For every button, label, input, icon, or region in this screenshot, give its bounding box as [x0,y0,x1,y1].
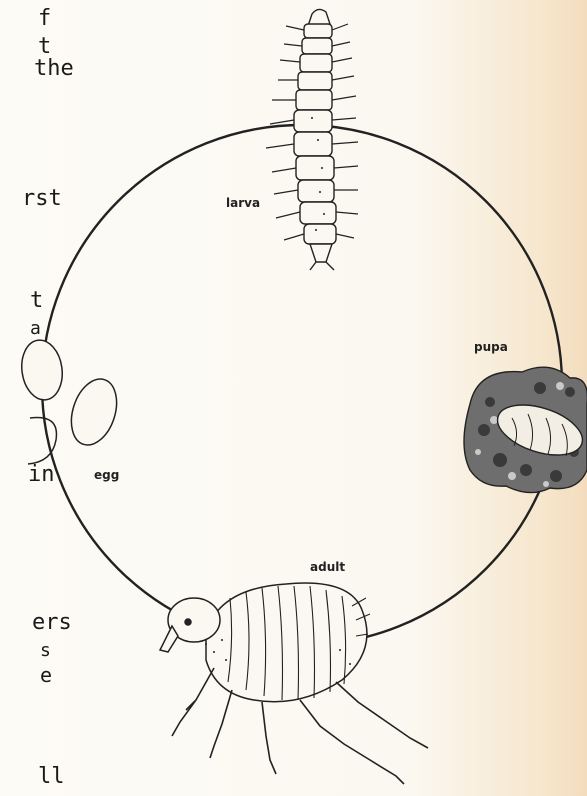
egg-label: egg [94,468,119,482]
adult-flea-illustration [160,583,428,784]
egg-illustration [18,338,124,464]
larva-label: larva [226,196,260,210]
pupa-label: pupa [474,340,508,354]
pupa-illustration [464,367,587,492]
larva-illustration [266,9,358,270]
adult-label: adult [310,560,345,574]
